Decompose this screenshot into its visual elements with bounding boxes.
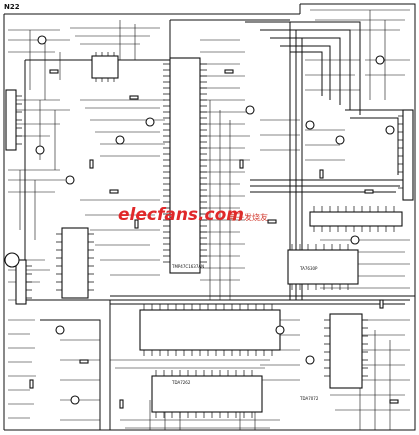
ic-video-processor: TA7630P xyxy=(287,244,359,290)
ic-audio-amplifier: TDA7262 xyxy=(151,370,263,418)
ic-bottom-right: TDA7072 xyxy=(299,313,368,401)
ic-audio-amplifier-label: TDA7262 xyxy=(171,380,191,385)
ic-left-middle xyxy=(56,227,94,299)
ic-microcontroller: TMP47C1637AN xyxy=(163,57,207,274)
watermark-logo: elecfans.com 电子发烧友 xyxy=(118,205,268,225)
ic-microcontroller-label: TMP47C1637AN xyxy=(171,264,204,269)
ic-bottom-right-label: TDA7072 xyxy=(299,396,319,401)
corner-label: N22 xyxy=(4,3,20,11)
connector-right-top xyxy=(398,109,414,201)
logo-sub-text: 电子发烧友 xyxy=(228,212,268,222)
wire-middle-section xyxy=(70,20,250,300)
ic-top-left xyxy=(91,52,119,82)
passive-components xyxy=(29,69,399,409)
ic-signal-processor xyxy=(139,304,281,356)
logo-main-text: elecfans.com xyxy=(118,205,244,225)
ic-video-processor-label: TA7630P xyxy=(299,266,318,271)
transistors xyxy=(4,35,395,405)
ic-middle-right-strip xyxy=(309,206,403,232)
connector-left-edge xyxy=(5,89,32,305)
